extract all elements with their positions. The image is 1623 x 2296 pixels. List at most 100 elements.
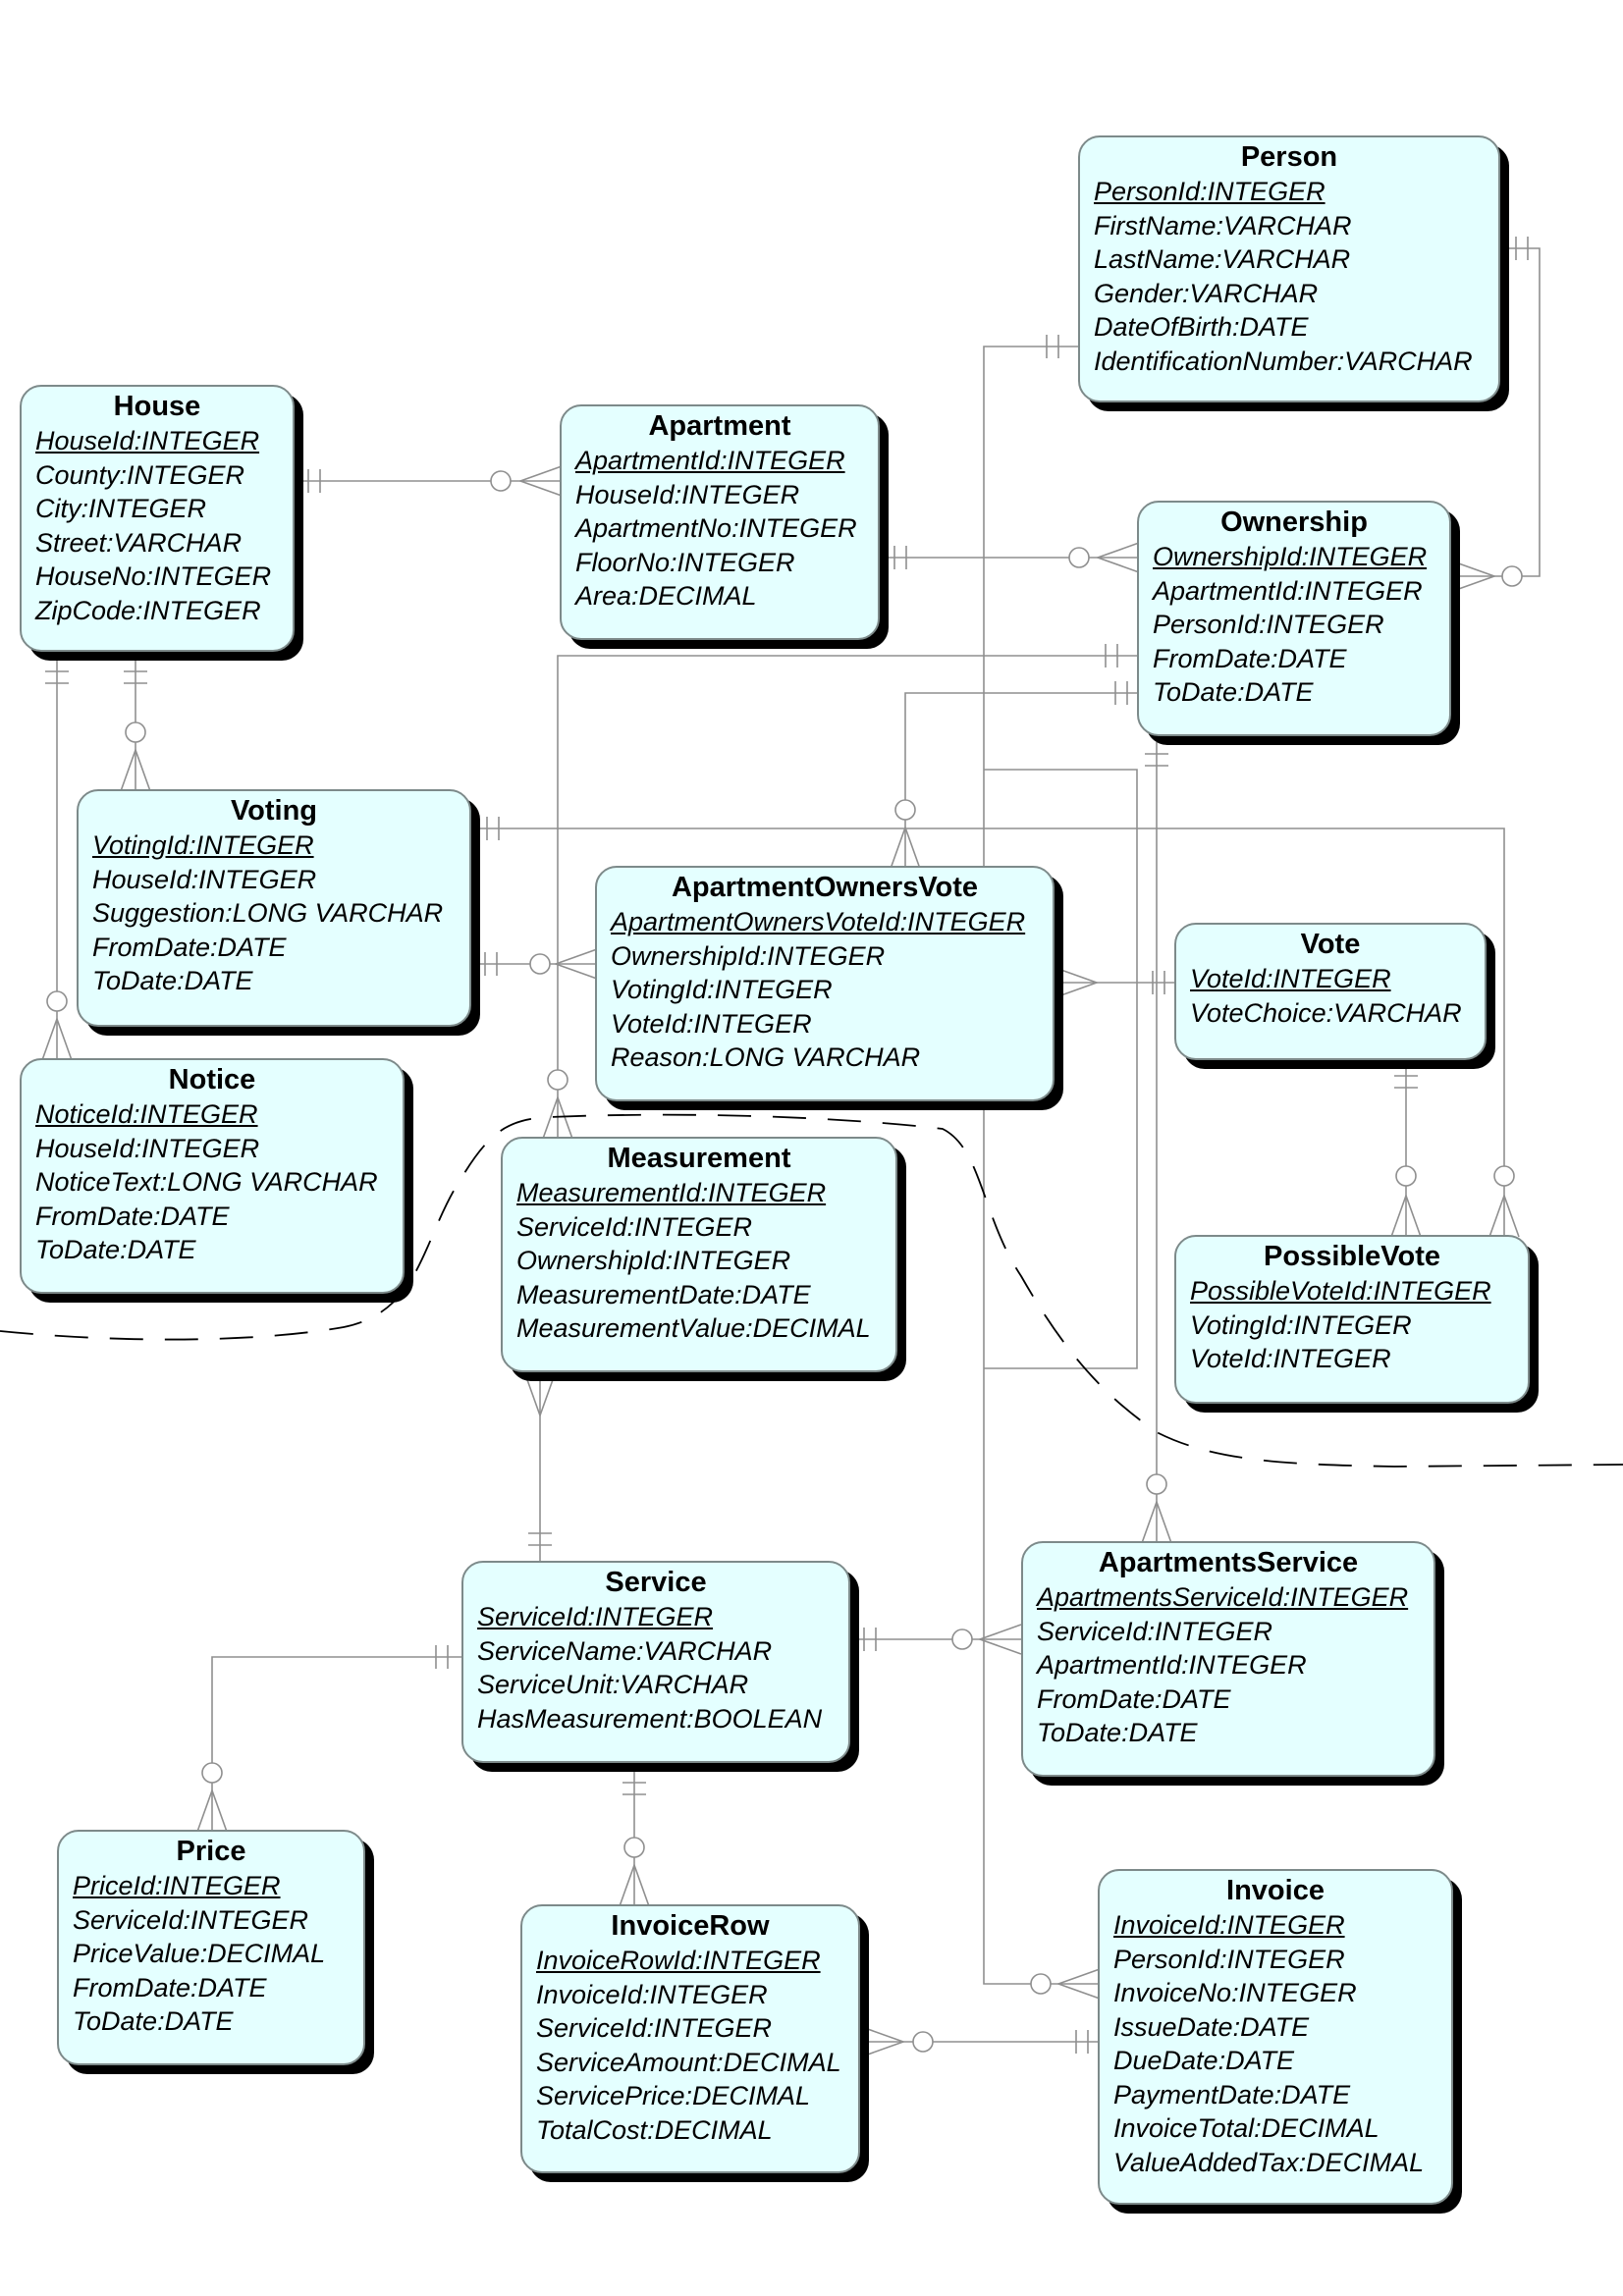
attribute: Street:VARCHAR: [35, 527, 243, 558]
attribute: HouseNo:INTEGER: [35, 561, 272, 591]
attribute-primary-key: HouseId:INTEGER: [35, 426, 260, 455]
attribute: ToDate:DATE: [73, 2006, 234, 2036]
attribute-primary-key: PossibleVoteId:INTEGER: [1190, 1276, 1491, 1306]
entity-house[interactable]: House HouseId:INTEGER County:INTEGER Cit…: [20, 385, 295, 652]
attribute: Gender:VARCHAR: [1094, 278, 1319, 308]
attribute: FloorNo:INTEGER: [575, 547, 795, 577]
attribute: FromDate:DATE: [73, 1972, 267, 2002]
attribute: InvoiceNo:INTEGER: [1113, 1978, 1357, 2007]
attribute: VotingId:INTEGER: [1190, 1309, 1412, 1340]
rel-service-price: [196, 1645, 461, 1833]
rel-invoice-invoicerow: [861, 2026, 1100, 2057]
entity-title: Voting: [230, 795, 318, 827]
attribute-primary-key: ServiceId:INTEGER: [477, 1602, 714, 1631]
rel-vote-possiblevote: [1390, 1064, 1422, 1238]
attribute: DateOfBirth:DATE: [1094, 312, 1309, 342]
attribute: ServiceAmount:DECIMAL: [536, 2047, 841, 2077]
entity-apartments-service[interactable]: ApartmentsService ApartmentsServiceId:IN…: [1021, 1541, 1435, 1777]
attribute-primary-key: ApartmentsServiceId:INTEGER: [1037, 1582, 1409, 1612]
attribute: ValueAddedTax:DECIMAL: [1113, 2147, 1425, 2177]
entity-title: ApartmentsService: [1098, 1547, 1359, 1578]
attribute: ZipCode:INTEGER: [35, 595, 261, 625]
attribute: ToDate:DATE: [1037, 1718, 1198, 1747]
attribute: ServiceUnit:VARCHAR: [477, 1670, 749, 1699]
rel-service-measurement: [524, 1373, 556, 1563]
attribute: MeasurementValue:DECIMAL: [516, 1313, 871, 1343]
entity-title: PossibleVote: [1264, 1241, 1440, 1272]
attribute: FromDate:DATE: [1153, 643, 1347, 673]
attribute: ServiceId:INTEGER: [1037, 1616, 1273, 1646]
attribute: FirstName:VARCHAR: [1094, 210, 1352, 240]
entity-invoice[interactable]: Invoice InvoiceId:INTEGER PersonId:INTEG…: [1098, 1869, 1453, 2205]
attribute: ApartmentNo:INTEGER: [575, 513, 857, 543]
entity-measurement[interactable]: Measurement MeasurementId:INTEGER Servic…: [501, 1137, 897, 1372]
attribute: ToDate:DATE: [1153, 677, 1314, 707]
entity-voting[interactable]: Voting VotingId:INTEGER HouseId:INTEGER …: [77, 789, 471, 1027]
entity-price[interactable]: Price PriceId:INTEGER ServiceId:INTEGER …: [57, 1830, 365, 2065]
entity-apartment[interactable]: Apartment ApartmentId:INTEGER HouseId:IN…: [560, 404, 880, 640]
rel-service-invoicerow: [619, 1771, 650, 1907]
rel-voting-aov: [473, 948, 598, 980]
attribute: FromDate:DATE: [1037, 1683, 1231, 1714]
rel-house-apartment: [297, 465, 563, 497]
entity-notice[interactable]: Notice NoticeId:INTEGER HouseId:INTEGER …: [20, 1058, 405, 1294]
attribute: PersonId:INTEGER: [1113, 1944, 1345, 1974]
attribute-primary-key: PriceId:INTEGER: [73, 1871, 281, 1900]
attribute: VoteId:INTEGER: [1190, 1344, 1391, 1373]
entity-title: InvoiceRow: [611, 1910, 770, 1942]
rel-ownership-apartmentsservice: [1141, 742, 1172, 1544]
entity-vote[interactable]: Vote VoteId:INTEGER VoteChoice:VARCHAR: [1174, 923, 1487, 1060]
rel-ownership-aov: [890, 681, 1139, 870]
attribute: County:INTEGER: [35, 459, 245, 490]
attribute-primary-key: ApartmentOwnersVoteId:INTEGER: [611, 907, 1026, 936]
attribute: InvoiceId:INTEGER: [536, 1979, 768, 2009]
entity-title: Measurement: [607, 1143, 791, 1174]
entity-invoice-row[interactable]: InvoiceRow InvoiceRowId:INTEGER InvoiceI…: [520, 1904, 860, 2173]
entity-apartment-owners-vote[interactable]: ApartmentOwnersVote ApartmentOwnersVoteI…: [595, 866, 1055, 1101]
attribute-primary-key: ApartmentId:INTEGER: [575, 446, 845, 475]
entity-title: Ownership: [1220, 507, 1368, 538]
entity-service[interactable]: Service ServiceId:INTEGER ServiceName:VA…: [461, 1561, 850, 1763]
attribute: ServiceId:INTEGER: [73, 1904, 309, 1935]
attribute: ApartmentId:INTEGER: [1037, 1650, 1307, 1680]
attribute-primary-key: OwnershipId:INTEGER: [1153, 542, 1428, 571]
attribute: NoticeText:LONG VARCHAR: [35, 1167, 378, 1197]
attribute: OwnershipId:INTEGER: [516, 1246, 791, 1275]
attribute: OwnershipId:INTEGER: [611, 940, 886, 971]
entity-possible-vote[interactable]: PossibleVote PossibleVoteId:INTEGER Voti…: [1174, 1235, 1530, 1404]
entity-title: Invoice: [1226, 1875, 1325, 1906]
attribute: Area:DECIMAL: [575, 581, 757, 611]
attribute: ToDate:DATE: [35, 1235, 196, 1264]
attribute: ToDate:DATE: [92, 966, 253, 995]
entity-title: ApartmentOwnersVote: [671, 872, 979, 903]
entity-title: Service: [605, 1567, 707, 1598]
attribute: DueDate:DATE: [1113, 2046, 1295, 2075]
attribute: VotingId:INTEGER: [611, 975, 833, 1004]
attribute: HouseId:INTEGER: [92, 864, 317, 894]
entity-title: Vote: [1300, 929, 1361, 960]
attribute: HouseId:INTEGER: [35, 1133, 260, 1163]
attribute-primary-key: PersonId:INTEGER: [1094, 177, 1325, 206]
entity-person[interactable]: Person PersonId:INTEGER FirstName:VARCHA…: [1078, 135, 1500, 402]
rel-vote-aov: [1055, 967, 1176, 998]
entity-title: Person: [1240, 141, 1338, 173]
attribute-primary-key: InvoiceId:INTEGER: [1113, 1910, 1345, 1940]
entity-title: House: [113, 391, 201, 422]
attribute: ServiceId:INTEGER: [516, 1211, 753, 1242]
entity-ownership[interactable]: Ownership OwnershipId:INTEGER ApartmentI…: [1137, 501, 1451, 736]
rel-house-notice: [41, 658, 73, 1061]
attribute-primary-key: VoteId:INTEGER: [1190, 964, 1391, 993]
attribute: TotalCost:DECIMAL: [536, 2114, 773, 2145]
entity-title: Notice: [168, 1064, 256, 1095]
attribute: FromDate:DATE: [35, 1201, 230, 1231]
attribute: IdentificationNumber:VARCHAR: [1094, 346, 1473, 376]
attribute: HasMeasurement:BOOLEAN: [477, 1703, 823, 1734]
entity-title: Price: [176, 1836, 246, 1867]
attribute: ServiceName:VARCHAR: [477, 1635, 773, 1666]
attribute: City:INTEGER: [35, 494, 207, 523]
attribute: InvoiceTotal:DECIMAL: [1113, 2113, 1380, 2143]
attribute: PersonId:INTEGER: [1153, 610, 1384, 639]
attribute: LastName:VARCHAR: [1094, 244, 1351, 274]
attribute: FromDate:DATE: [92, 932, 287, 962]
attribute: PriceValue:DECIMAL: [73, 1939, 326, 1968]
